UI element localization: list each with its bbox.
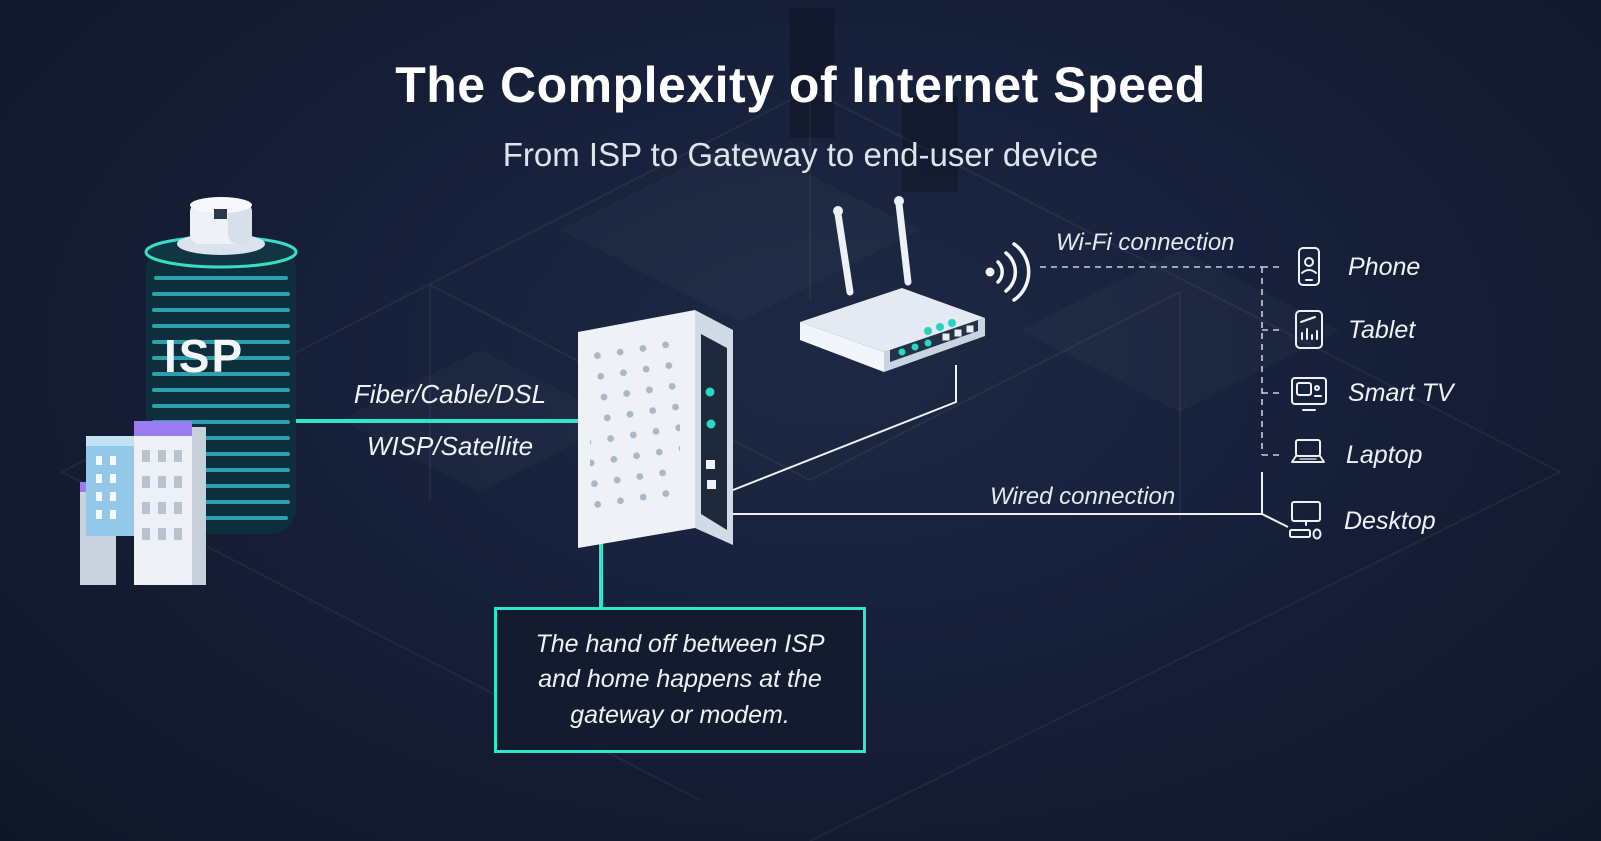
device-label-smart-tv: Smart TV: [1348, 378, 1454, 407]
gateway-callout-box: The hand off between ISP and home happen…: [494, 607, 866, 753]
smart-tv-icon: [1286, 369, 1332, 417]
isp-label: ISP: [164, 330, 244, 382]
isp-building: ISP: [80, 197, 298, 585]
wifi-signal-icon: [985, 242, 1031, 302]
router-antennas: [833, 196, 912, 296]
device-label-phone: Phone: [1348, 252, 1421, 281]
device-row-tablet: Tablet: [1286, 305, 1415, 355]
fiber-cable-dsl-label: Fiber/Cable/DSL: [353, 379, 547, 409]
device-label-laptop: Laptop: [1346, 440, 1423, 469]
desktop-icon: [1282, 497, 1328, 545]
wisp-satellite-label: WISP/Satellite: [366, 431, 534, 461]
wifi-connection-label: Wi-Fi connection: [1056, 229, 1235, 256]
laptop-icon: [1284, 431, 1330, 479]
gateway-callout-text: The hand off between ISP and home happen…: [535, 629, 825, 729]
device-label-tablet: Tablet: [1348, 315, 1416, 344]
wired-connection-label: Wired connection: [990, 483, 1176, 510]
device-row-laptop: Laptop: [1284, 430, 1422, 480]
device-row-phone: Phone: [1286, 242, 1420, 292]
modem-led-panel: [701, 334, 727, 530]
page-title: The Complexity of Internet Speed: [395, 57, 1206, 113]
phone-icon: [1286, 243, 1332, 291]
tablet-icon: [1286, 306, 1332, 354]
device-row-desktop: Desktop: [1282, 496, 1436, 546]
router-body: [800, 288, 985, 372]
device-label-desktop: Desktop: [1344, 506, 1436, 535]
wifi-router: [800, 196, 1031, 372]
modem-vents: [590, 332, 680, 514]
modem-gateway: [578, 310, 733, 548]
page-subtitle: From ISP to Gateway to end-user device: [502, 136, 1099, 173]
device-row-smart-tv: Smart TV: [1286, 368, 1454, 418]
city-buildings: [80, 421, 206, 585]
